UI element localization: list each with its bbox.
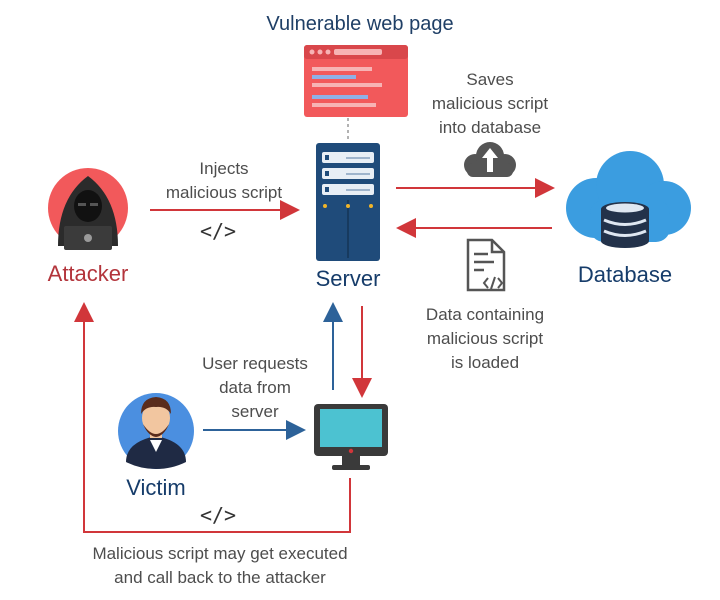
upload-cloud-icon [464, 142, 516, 177]
injects-line-1: Injects [199, 159, 249, 178]
attacker-label: Attacker [47, 261, 129, 286]
database-cloud-icon [566, 151, 691, 248]
saves-line-3: into database [438, 118, 542, 137]
callback-line-2: and call back to the attacker [114, 568, 326, 587]
server-label: Server [315, 266, 381, 291]
callback-to-attacker-arrow [74, 302, 351, 533]
callback-line-1: Malicious script may get executed [92, 544, 348, 563]
user-requests-line-3: server [231, 402, 279, 421]
callback-annotation: Malicious script may get executed and ca… [50, 542, 390, 590]
attacker-icon [48, 168, 128, 250]
saves-annotation: Saves malicious script into database [410, 68, 570, 140]
computer-icon [314, 404, 388, 470]
user-requests-line-2: data from [219, 378, 291, 397]
data-loaded-annotation: Data containing malicious script is load… [400, 303, 570, 375]
injects-annotation: Injects malicious script [144, 157, 304, 205]
user-requests-annotation: User requests data from server [180, 352, 330, 424]
database-label: Database [577, 262, 673, 287]
code-symbol-injects: </> [199, 219, 237, 243]
server-icon [316, 143, 380, 261]
data-loaded-line-1: Data containing [425, 305, 545, 324]
user-requests-line-1: User requests [202, 354, 308, 373]
victim-icon [118, 393, 194, 469]
page-title: Vulnerable web page [266, 13, 454, 35]
data-loaded-line-2: malicious script [426, 329, 544, 348]
webpage-icon [304, 45, 408, 117]
data-loaded-line-3: is loaded [450, 353, 520, 372]
saves-line-1: Saves [466, 70, 514, 89]
victim-label: Victim [126, 475, 186, 500]
injects-line-2: malicious script [165, 183, 283, 202]
code-document-icon [466, 238, 506, 292]
code-symbol-callback: </> [199, 503, 237, 527]
saves-line-2: malicious script [431, 94, 549, 113]
